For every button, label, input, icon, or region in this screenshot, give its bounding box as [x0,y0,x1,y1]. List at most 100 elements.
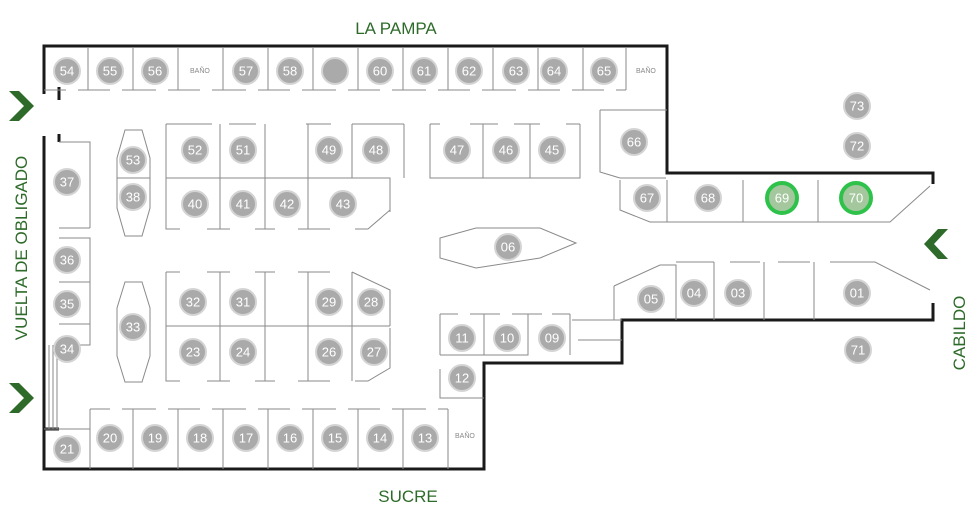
stall-14[interactable]: 14 [366,424,394,452]
stall-55[interactable]: 55 [96,57,124,85]
stall-73[interactable]: 73 [843,92,871,120]
stall-51[interactable]: 51 [229,136,257,164]
bano-label: BAÑO [455,431,475,440]
stall-number: 26 [322,345,336,360]
stall-35[interactable]: 35 [53,290,81,318]
stall-60[interactable]: 60 [366,57,394,85]
stall-number: 55 [103,64,117,79]
stall-71[interactable]: 71 [844,336,872,364]
stall-marker [96,57,124,85]
stall-47[interactable]: 47 [443,136,471,164]
stall-19[interactable]: 19 [141,424,169,452]
stall-unlabeled[interactable] [321,57,349,85]
stall-56[interactable]: 56 [141,57,169,85]
stall-70[interactable]: 70 [839,181,873,215]
stall-marker [839,181,873,215]
chevron-left-icon[interactable] [924,229,948,259]
stall-72[interactable]: 72 [843,132,871,160]
stall-marker [315,136,343,164]
stall-34[interactable]: 34 [53,335,81,363]
stall-64[interactable]: 64 [540,57,568,85]
stall-11[interactable]: 11 [448,324,476,352]
stall-61[interactable]: 61 [410,57,438,85]
stall-27[interactable]: 27 [360,338,388,366]
stall-15[interactable]: 15 [321,424,349,452]
stall-66[interactable]: 66 [620,128,648,156]
stall-marker [315,288,343,316]
stall-28[interactable]: 28 [357,288,385,316]
stall-65[interactable]: 65 [590,57,618,85]
stall-number: 06 [501,240,515,255]
stall-36[interactable]: 36 [53,246,81,274]
stall-marker [362,136,390,164]
stall-marker [276,57,304,85]
stall-number: 17 [239,431,253,446]
stall-06[interactable]: 06 [494,233,522,261]
stall-33[interactable]: 33 [119,313,147,341]
stall-31[interactable]: 31 [229,288,257,316]
stall-number: 14 [373,431,387,446]
stall-12[interactable]: 12 [448,364,476,392]
stall-01[interactable]: 01 [843,279,871,307]
stall-43[interactable]: 43 [329,190,357,218]
stall-marker [53,57,81,85]
stall-58[interactable]: 58 [276,57,304,85]
stall-68[interactable]: 68 [694,184,722,212]
stall-32[interactable]: 32 [179,288,207,316]
stall-partitions [44,47,931,469]
stall-marker [181,136,209,164]
stall-24[interactable]: 24 [229,338,257,366]
stall-54[interactable]: 54 [53,57,81,85]
stall-67[interactable]: 67 [633,184,661,212]
chevron-right-icon[interactable] [9,383,34,413]
chevron-right-icon[interactable] [9,91,34,121]
stall-40[interactable]: 40 [181,190,209,218]
stall-17[interactable]: 17 [232,424,260,452]
stall-05[interactable]: 05 [637,285,665,313]
stall-41[interactable]: 41 [229,190,257,218]
stall-10[interactable]: 10 [493,324,521,352]
stall-48[interactable]: 48 [362,136,390,164]
stall-number: 49 [322,143,336,158]
stall-number: 01 [850,286,864,301]
stall-46[interactable]: 46 [492,136,520,164]
stall-45[interactable]: 45 [538,136,566,164]
stall-number: 42 [280,197,294,212]
stall-04[interactable]: 04 [680,279,708,307]
stall-number: 19 [148,431,162,446]
stall-number: 69 [775,191,789,206]
stall-number: 45 [545,143,559,158]
stall-marker [181,190,209,218]
stall-marker [53,246,81,274]
stall-52[interactable]: 52 [181,136,209,164]
stall-marker [329,190,357,218]
stall-20[interactable]: 20 [96,424,124,452]
stall-26[interactable]: 26 [315,338,343,366]
stall-37[interactable]: 37 [53,168,81,196]
stall-16[interactable]: 16 [276,424,304,452]
stall-62[interactable]: 62 [455,57,483,85]
stall-marker [119,183,147,211]
stall-number: 40 [188,197,202,212]
stall-29[interactable]: 29 [315,288,343,316]
stall-69[interactable]: 69 [765,181,799,215]
stall-49[interactable]: 49 [315,136,343,164]
stall-18[interactable]: 18 [186,424,214,452]
stall-number: 35 [60,297,74,312]
stall-21[interactable]: 21 [53,435,81,463]
stall-23[interactable]: 23 [179,338,207,366]
stall-number: 32 [186,295,200,310]
outer-walls [42,44,935,471]
stall-38[interactable]: 38 [119,183,147,211]
stall-09[interactable]: 09 [538,324,566,352]
stall-13[interactable]: 13 [411,424,439,452]
stall-42[interactable]: 42 [273,190,301,218]
stall-03[interactable]: 03 [724,279,752,307]
stall-number: 48 [369,143,383,158]
stall-number: 18 [193,431,207,446]
stall-63[interactable]: 63 [502,57,530,85]
stall-number: 56 [148,64,162,79]
stall-number: 71 [851,343,865,358]
stall-53[interactable]: 53 [119,146,147,174]
stall-57[interactable]: 57 [232,57,260,85]
